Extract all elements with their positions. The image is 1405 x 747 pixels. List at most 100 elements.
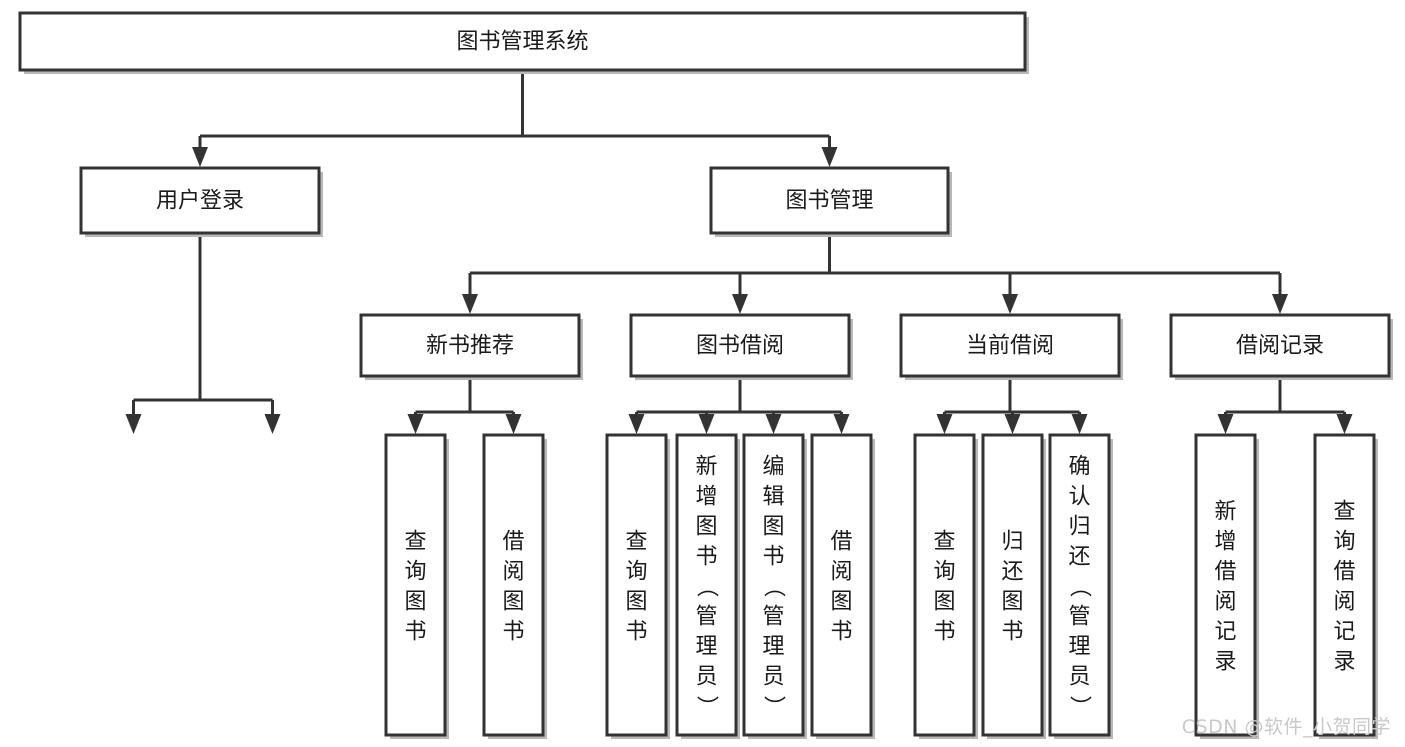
node-label-char: 书	[404, 619, 426, 644]
node-label-char: 图	[762, 514, 784, 539]
node-label-char: 借	[1333, 559, 1355, 584]
node-label-char: 借	[1214, 559, 1236, 584]
arrow-head-icon	[125, 414, 142, 434]
arrow-head-icon	[462, 294, 478, 314]
node-current-borrow[interactable]: 当前借阅	[899, 313, 1123, 380]
node-label-char: 图	[404, 589, 426, 614]
node-label-char: 书	[933, 619, 955, 644]
arrow-head-icon	[505, 414, 522, 434]
arrow-head-icon	[1217, 414, 1234, 434]
node-user-login[interactable]: 用户登录	[79, 166, 323, 237]
node-label-char: 借	[830, 529, 852, 554]
arrow-head-icon	[765, 414, 782, 434]
node-rect[interactable]	[79, 166, 321, 235]
node-label-char: 录	[1333, 649, 1355, 674]
node-label-char: 询	[933, 559, 955, 584]
node-label-char: 员	[695, 664, 717, 689]
arrow-head-icon	[936, 414, 953, 434]
node-label-char: 理	[762, 634, 784, 659]
node-label-char: 书	[1001, 619, 1023, 644]
node-label-char: 还	[1001, 559, 1023, 584]
node-rect[interactable]	[1169, 313, 1391, 378]
node-rect[interactable]	[913, 433, 976, 737]
node-label: 图书借阅	[696, 334, 784, 359]
node-label-char: 查	[933, 529, 955, 554]
node-label-char: 管	[695, 604, 717, 629]
node-label-char: 书	[830, 619, 852, 644]
node-layer: 图书管理系统用户登录图书管理新书推荐查询图书借阅图书图书借阅查询图书新增图书（管…	[18, 11, 1393, 739]
node-label-char: 查	[1333, 499, 1355, 524]
node-label-char: 图	[625, 589, 647, 614]
node-rect[interactable]	[981, 433, 1044, 737]
node-label-char: 书	[695, 544, 717, 569]
node-label-char: ）	[761, 695, 786, 717]
node-rect[interactable]	[709, 166, 950, 235]
node-rect[interactable]	[384, 433, 447, 737]
node-label-char: 新	[1214, 499, 1236, 524]
node-label-char: 图	[830, 589, 852, 614]
node-label-char: 询	[625, 559, 647, 584]
arrow-head-icon	[407, 414, 424, 434]
node-label-char: 认	[1068, 484, 1090, 509]
node-rect[interactable]	[359, 313, 581, 378]
node-rect[interactable]	[810, 433, 873, 737]
node-book-borrow[interactable]: 图书借阅	[629, 313, 853, 380]
node-new-book-recommend[interactable]: 新书推荐	[359, 313, 583, 380]
node-rect[interactable]	[18, 11, 1027, 72]
node-label-char: 阅	[502, 559, 524, 584]
node-label-char: 员	[1068, 664, 1090, 689]
node-rect[interactable]	[1194, 433, 1257, 737]
node-label-char: 图	[933, 589, 955, 614]
node-label-char: 图	[1001, 589, 1023, 614]
node-book-management[interactable]: 图书管理	[709, 166, 952, 237]
node-rect[interactable]	[605, 433, 668, 737]
node-label-char: 理	[1068, 634, 1090, 659]
node-label-char: ）	[694, 695, 719, 717]
node-label-char: 还	[1068, 544, 1090, 569]
node-label-char: 理	[695, 634, 717, 659]
node-rect[interactable]	[1048, 433, 1111, 737]
node-label-char: 归	[1068, 514, 1090, 539]
arrow-head-icon	[1071, 414, 1088, 434]
node-rect[interactable]	[899, 313, 1121, 378]
arrow-head-icon	[833, 414, 850, 434]
node-rect[interactable]	[742, 433, 805, 737]
node-label-char: 管	[1068, 604, 1090, 629]
node-label-char: 查	[404, 529, 426, 554]
node-rect[interactable]	[1313, 433, 1376, 737]
node-root[interactable]: 图书管理系统	[18, 11, 1029, 74]
node-borrow-record[interactable]: 借阅记录	[1169, 313, 1393, 380]
node-rect[interactable]	[675, 433, 738, 737]
node-label-char: 员	[762, 664, 784, 689]
node-label-char: 增	[695, 484, 717, 509]
node-label-char: 归	[1001, 529, 1023, 554]
node-label-char: 增	[1214, 529, 1236, 554]
arrow-head-icon	[628, 414, 645, 434]
arrow-head-icon	[1336, 414, 1353, 434]
node-label-char: 阅	[1214, 589, 1236, 614]
node-rect[interactable]	[482, 433, 545, 737]
node-label-char: 图	[502, 589, 524, 614]
node-label-char: 辑	[762, 484, 784, 509]
node-label-char: 新	[695, 454, 717, 479]
connector-layer	[125, 70, 1353, 434]
node-label-char: ）	[1067, 695, 1092, 717]
node-label: 借阅记录	[1236, 334, 1324, 359]
node-label-char: 书	[762, 544, 784, 569]
node-label-char: 书	[502, 619, 524, 644]
arrow-head-icon	[1002, 294, 1018, 314]
node-label-char: 记	[1333, 619, 1355, 644]
node-rect[interactable]	[629, 313, 851, 378]
